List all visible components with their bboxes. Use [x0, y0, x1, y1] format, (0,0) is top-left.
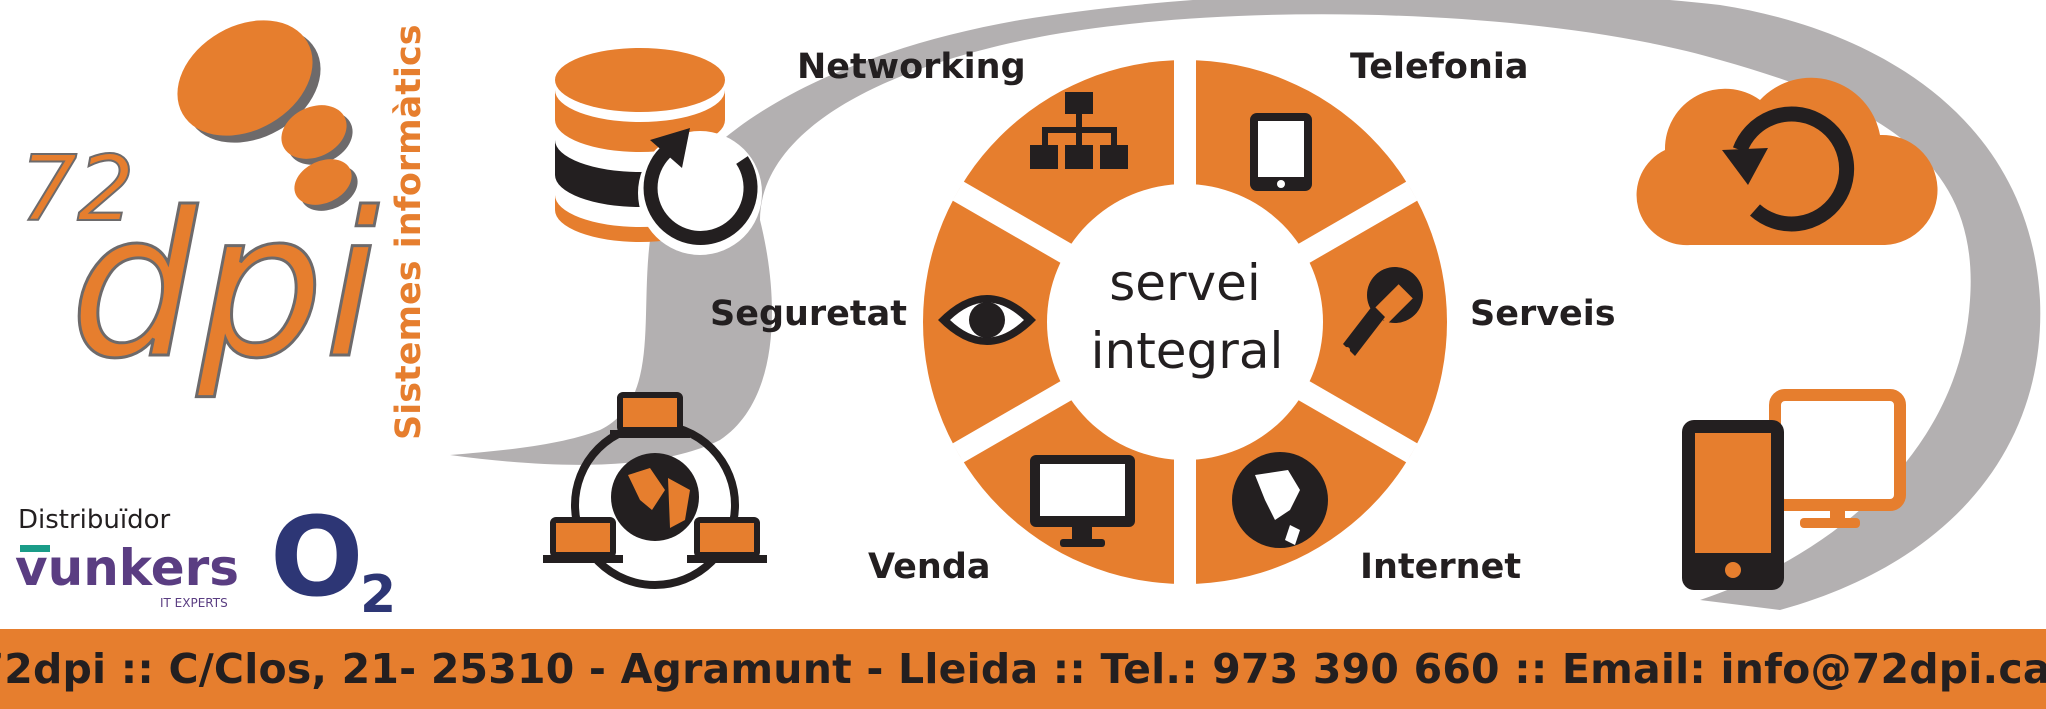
global-network-icon: [543, 392, 767, 589]
distributor-label: Distribuïdor: [18, 505, 171, 535]
footer-contact-text: 72dpi :: C/Clos, 21- 25310 - Agramunt - …: [0, 645, 2046, 693]
label-internet: Internet: [1360, 547, 1521, 587]
label-seguretat: Seguretat: [710, 294, 907, 334]
label-networking: Networking: [797, 47, 1026, 87]
eye-icon: [938, 295, 1036, 345]
logo-number: 72: [20, 137, 135, 242]
footer-bar: 72dpi :: C/Clos, 21- 25310 - Agramunt - …: [0, 629, 2046, 709]
center-line-2: integral: [1091, 322, 1284, 380]
o2-logo: O 2: [270, 493, 396, 625]
logo-tagline: Sistemes informàtics: [389, 24, 429, 440]
label-telefonia: Telefonia: [1350, 47, 1529, 87]
label-venda: Venda: [868, 547, 991, 587]
vunkers-subtitle: IT EXPERTS: [160, 596, 228, 610]
o2-subscript: 2: [360, 565, 396, 625]
o2-letter: O: [270, 493, 364, 621]
globe-icon: [1232, 452, 1328, 548]
database-backup-icon: [555, 48, 762, 255]
logo-name: dpi: [70, 170, 379, 403]
wrench-icon: [1343, 267, 1423, 356]
vunkers-accent-icon: [20, 545, 50, 552]
gray-swoosh: [450, 0, 2041, 610]
tablet-icon: [1250, 113, 1312, 191]
monitor-icon: [1030, 455, 1135, 547]
vunkers-brand: vunkers: [15, 539, 239, 597]
devices-icon: [1682, 389, 1906, 590]
distributor-block: Distribuïdor vunkers IT EXPERTS: [15, 505, 239, 610]
company-logo: 72 dpi Sistemes informàtics: [19, 20, 429, 440]
center-line-1: servei: [1109, 254, 1261, 312]
network-hierarchy-icon: [1030, 92, 1128, 169]
service-wheel: [923, 60, 1447, 584]
cloud-sync-icon: [1636, 77, 1938, 246]
label-serveis: Serveis: [1470, 294, 1616, 334]
